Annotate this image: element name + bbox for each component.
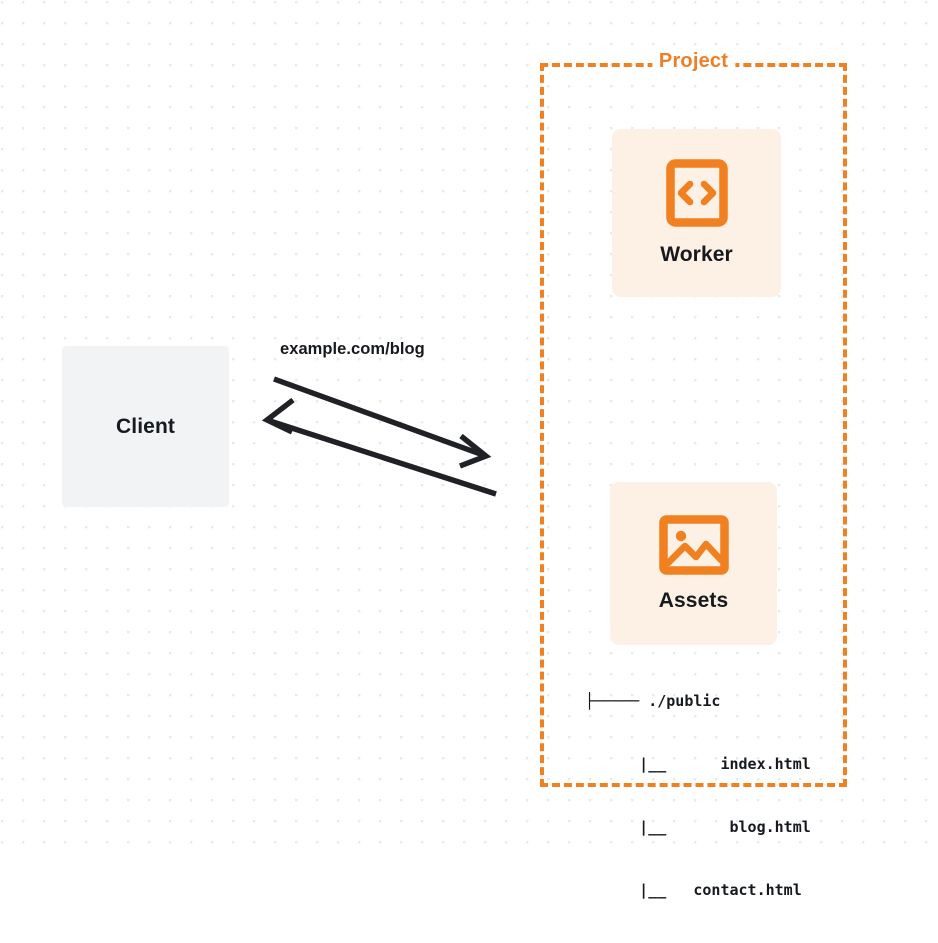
image-picture-icon [658, 514, 729, 575]
client-node[interactable]: Client [62, 346, 229, 507]
project-container: Project [540, 50, 847, 787]
assets-node[interactable]: Assets [610, 482, 777, 645]
worker-node-label: Worker [660, 243, 733, 266]
assets-file-tree: ├───── ./public |__ index.html |__ blog.… [585, 649, 811, 943]
worker-node[interactable]: Worker [612, 129, 781, 297]
arrow-response-to-client [261, 397, 497, 497]
code-brackets-icon [665, 159, 728, 227]
file-tree-row: |__ contact.html [585, 881, 802, 899]
connection-arrows [261, 376, 497, 497]
project-title: Project [651, 50, 736, 73]
file-tree-row: ├───── ./public [585, 692, 721, 710]
diagram-canvas: Client example.com/blog Project Worker [62, 50, 847, 899]
arrow-request-to-project [273, 376, 492, 469]
connection-label: example.com/blog [280, 340, 425, 358]
file-tree-row: |__ index.html [585, 755, 811, 773]
client-node-label: Client [116, 414, 175, 438]
file-tree-row: |__ blog.html [585, 818, 811, 836]
assets-node-label: Assets [658, 588, 729, 612]
